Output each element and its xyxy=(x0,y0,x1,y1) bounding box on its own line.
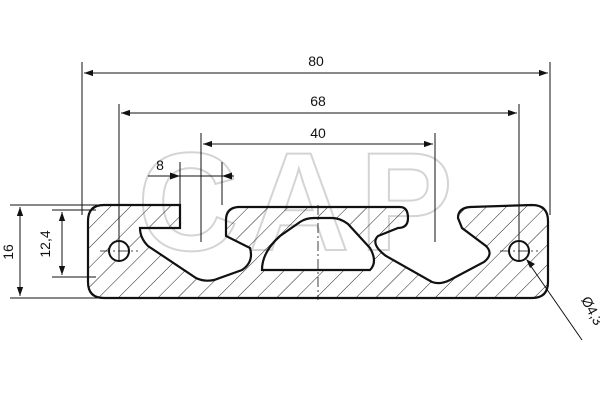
dim-label-12-4: 12,4 xyxy=(37,230,53,257)
dim-label-80: 80 xyxy=(308,53,324,69)
dim-label-40: 40 xyxy=(310,125,326,141)
dim-label-diameter: Ø4,3 xyxy=(578,293,600,327)
dim-label-16: 16 xyxy=(0,244,16,260)
dim-label-68: 68 xyxy=(310,93,326,109)
watermark-text: CAP xyxy=(137,123,463,280)
dim-arrow-8-left xyxy=(170,172,180,180)
dim-arrow-8-right xyxy=(222,172,232,180)
leader-arrow-diameter xyxy=(526,259,535,268)
leader-line-diameter xyxy=(527,261,583,341)
dim-label-8: 8 xyxy=(156,157,164,173)
